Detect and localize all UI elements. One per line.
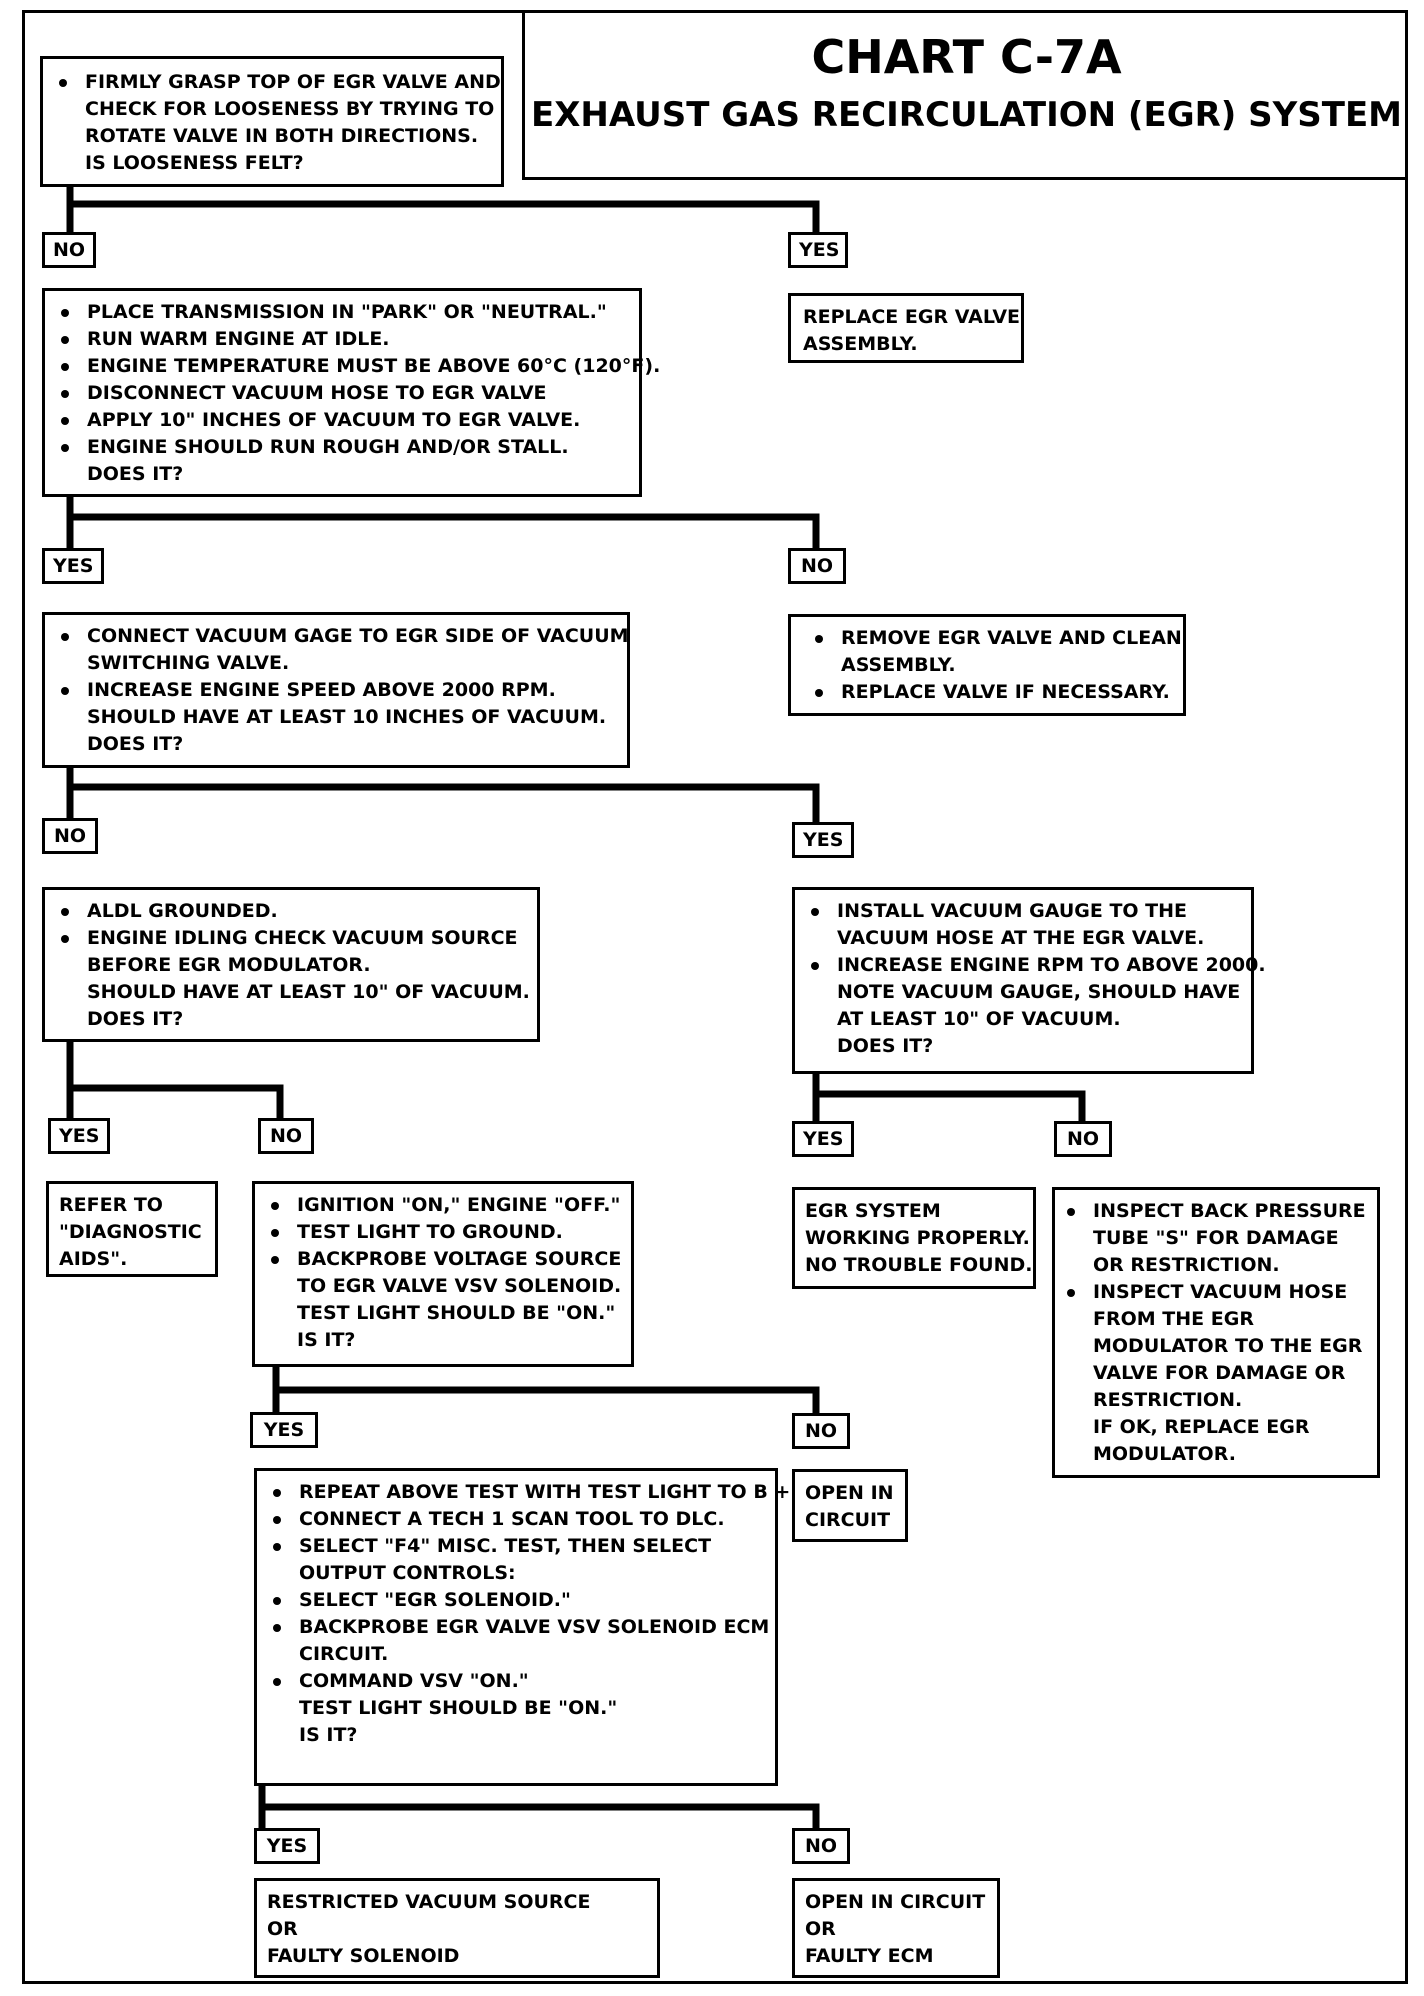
title-block: CHART C-7A EXHAUST GAS RECIRCULATION (EG… <box>522 10 1408 180</box>
connector-n12 <box>258 1782 820 1832</box>
label-yes-n7: YES <box>792 1121 854 1157</box>
bullet-item: APPLY 10" INCHES OF VACUUM TO EGR VALVE. <box>57 407 629 434</box>
label-yes-n12: YES <box>254 1828 320 1864</box>
bullet-item: CONNECT A TECH 1 SCAN TOOL TO DLC. <box>269 1506 765 1533</box>
label-no-n6: NO <box>258 1118 314 1154</box>
bullet-item: DISCONNECT VACUUM HOSE TO EGR VALVE <box>57 380 629 407</box>
connector-n7 <box>812 1070 1086 1125</box>
label-no-n4: NO <box>42 818 98 854</box>
bullet-item: ENGINE SHOULD RUN ROUGH AND/OR STALL. <box>57 434 629 461</box>
bullet-item: PLACE TRANSMISSION IN "PARK" OR "NEUTRAL… <box>57 299 629 326</box>
label-yes-n4: YES <box>792 822 854 858</box>
node-n2: PLACE TRANSMISSION IN "PARK" OR "NEUTRAL… <box>42 288 660 497</box>
bullet-list: CONNECT VACUUM GAGE TO EGR SIDE OF VACUU… <box>57 623 629 731</box>
decision-question: DOES IT? <box>87 1008 184 1030</box>
chart-title: CHART C-7A <box>811 30 1122 84</box>
bullet-item: INCREASE ENGINE SPEED ABOVE 2000 RPM.SHO… <box>57 677 617 731</box>
page-frame <box>22 10 1408 1984</box>
bullet-list: IGNITION "ON," ENGINE "OFF."TEST LIGHT T… <box>267 1192 621 1327</box>
node-n6: ALDL GROUNDED.ENGINE IDLING CHECK VACUUM… <box>42 887 540 1042</box>
bullet-item: IGNITION "ON," ENGINE "OFF." <box>267 1192 621 1219</box>
label-no-n12: NO <box>792 1828 850 1864</box>
bullet-item: INCREASE ENGINE RPM TO ABOVE 2000.NOTE V… <box>807 952 1266 1033</box>
bullet-item: RUN WARM ENGINE AT IDLE. <box>57 326 629 353</box>
chart-subtitle: EXHAUST GAS RECIRCULATION (EGR) SYSTEM <box>530 94 1403 135</box>
bullet-list: REPEAT ABOVE TEST WITH TEST LIGHT TO B +… <box>269 1479 798 1722</box>
decision-question: IS IT? <box>299 1724 358 1746</box>
bullet-item: COMMAND VSV "ON."TEST LIGHT SHOULD BE "O… <box>269 1668 765 1722</box>
bullet-item: ALDL GROUNDED. <box>57 898 527 925</box>
label-no-n2: NO <box>788 548 846 584</box>
label-no-n7: NO <box>1054 1121 1112 1157</box>
bullet-item: SELECT "EGR SOLENOID." <box>269 1587 765 1614</box>
bullet-item: TEST LIGHT TO GROUND. <box>267 1219 621 1246</box>
label-yes-n9: YES <box>250 1412 318 1448</box>
bullet-list: ALDL GROUNDED.ENGINE IDLING CHECK VACUUM… <box>57 898 530 1006</box>
label-no-n1: NO <box>42 232 96 268</box>
connector-n6 <box>66 1038 284 1122</box>
connector-n1 <box>66 182 820 236</box>
node-n4: CONNECT VACUUM GAGE TO EGR SIDE OF VACUU… <box>42 612 630 768</box>
bullet-item: ENGINE TEMPERATURE MUST BE ABOVE 60°C (1… <box>57 353 660 380</box>
label-yes-n1: YES <box>788 232 848 268</box>
decision-question: IS LOOSENESS FELT? <box>85 152 304 174</box>
node-n9: IGNITION "ON," ENGINE "OFF."TEST LIGHT T… <box>252 1181 634 1367</box>
label-yes-n6: YES <box>48 1118 110 1154</box>
bullet-list: PLACE TRANSMISSION IN "PARK" OR "NEUTRAL… <box>57 299 660 461</box>
connector-n9 <box>272 1363 820 1417</box>
bullet-item: REPEAT ABOVE TEST WITH TEST LIGHT TO B +… <box>269 1479 798 1506</box>
bullet-item: REPLACE VALVE IF NECESSARY. <box>811 679 1173 706</box>
bullet-item: CONNECT VACUUM GAGE TO EGR SIDE OF VACUU… <box>57 623 629 677</box>
decision-question: DOES IT? <box>87 733 184 755</box>
label-yes-n2: YES <box>42 548 104 584</box>
decision-question: DOES IT? <box>87 463 184 485</box>
connector-n2 <box>66 493 820 552</box>
label-no-n9: NO <box>792 1413 850 1449</box>
decision-question: IS IT? <box>297 1329 356 1351</box>
decision-question: DOES IT? <box>837 1035 934 1057</box>
connector-n4 <box>66 764 820 826</box>
node-n12: REPEAT ABOVE TEST WITH TEST LIGHT TO B +… <box>254 1468 798 1786</box>
